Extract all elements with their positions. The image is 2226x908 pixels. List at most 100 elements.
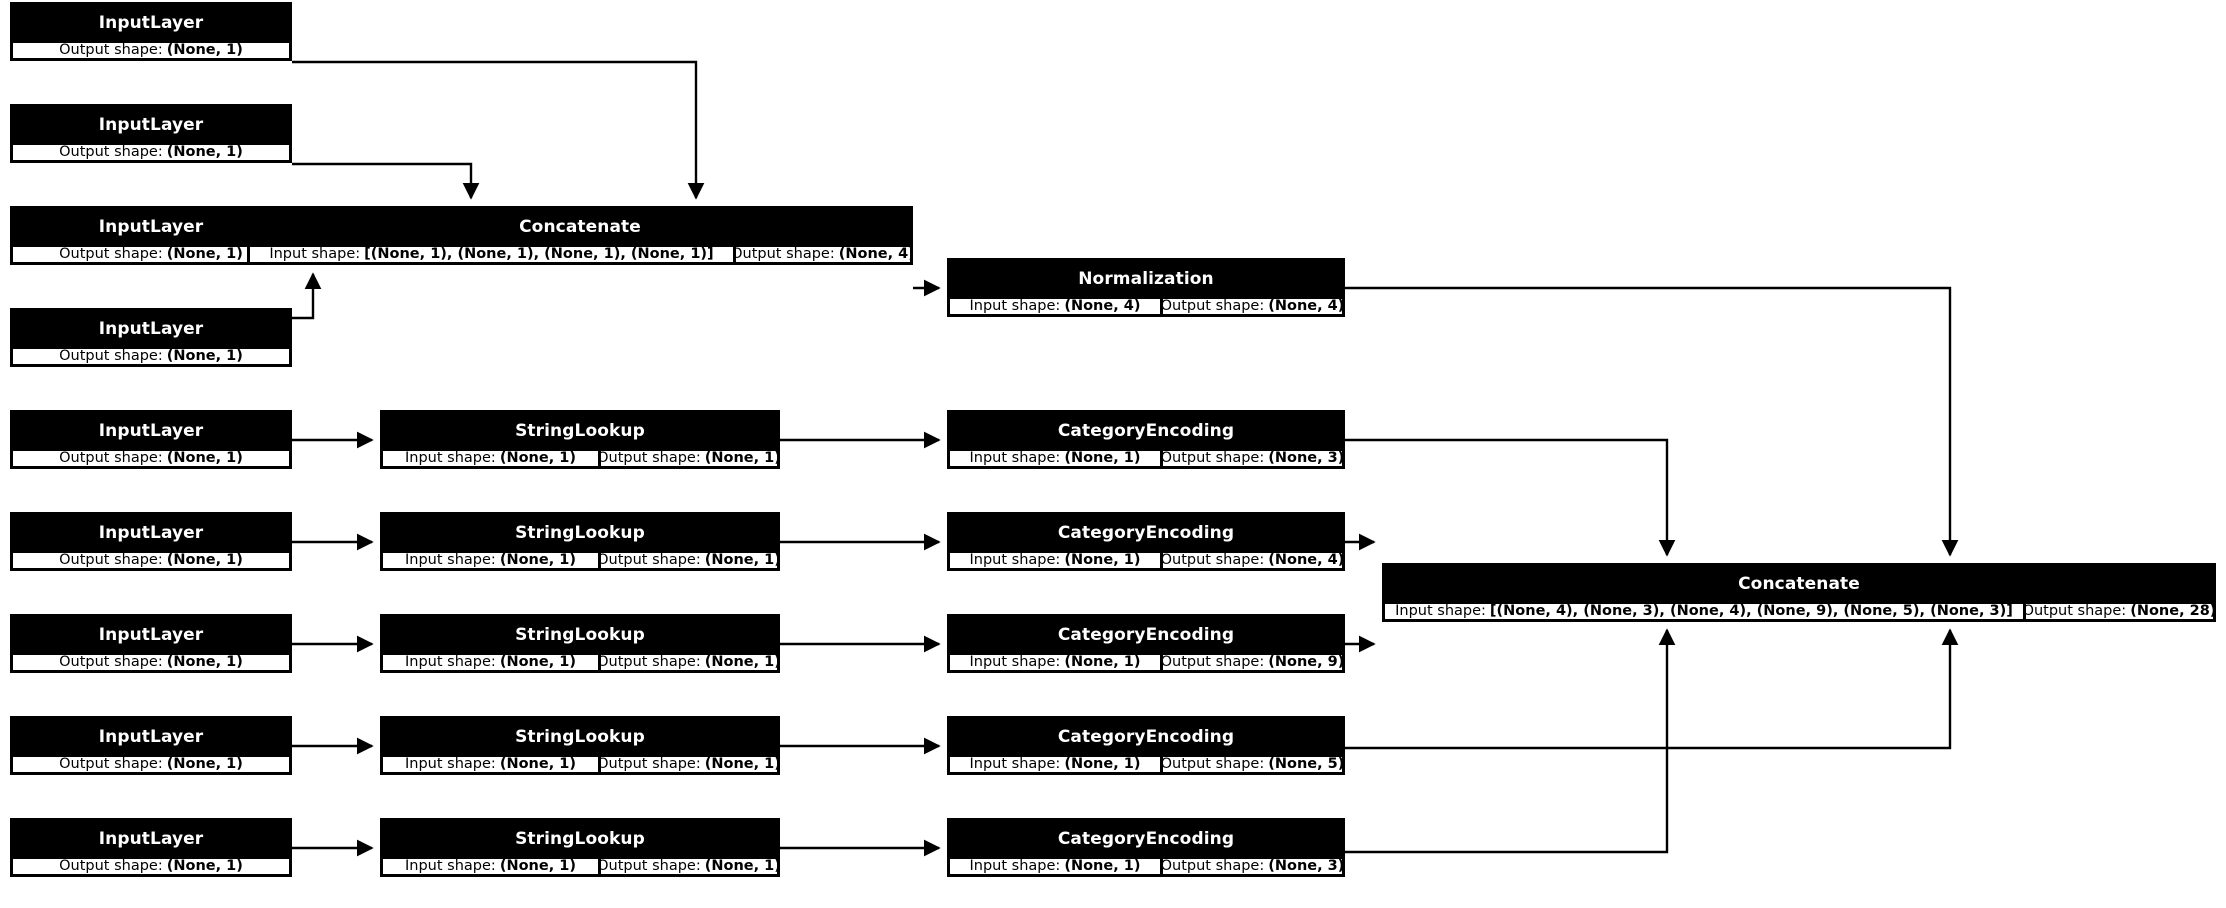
- shape-label: Input shape:: [405, 757, 496, 772]
- shape-value: (None, 1): [1064, 757, 1141, 772]
- node-shapes-categoryencoding_4: Input shape:(None, 1)Output shape:(None,…: [949, 757, 1343, 773]
- shape-label: Output shape:: [59, 349, 163, 364]
- output-shape-cell-input_4: Output shape:(None, 1): [13, 349, 289, 364]
- shape-label: Output shape:: [601, 859, 701, 874]
- output-shape-cell-input_5: Output shape:(None, 1): [13, 451, 289, 466]
- node-shapes-input_7: Output shape:(None, 1): [12, 655, 290, 671]
- shape-label: Input shape:: [969, 299, 1061, 314]
- input-shape-cell-stringlookup_5: Input shape:(None, 1): [383, 859, 598, 874]
- shape-value: (None, 1): [704, 757, 777, 772]
- edge-input_4-to-concat_numeric: [292, 272, 322, 320]
- output-shape-cell-stringlookup_4: Output shape:(None, 1): [601, 757, 777, 772]
- shape-value: (None, 1): [499, 553, 576, 568]
- node-shapes-stringlookup_4: Input shape:(None, 1)Output shape:(None,…: [382, 757, 778, 773]
- shape-label: Output shape:: [601, 655, 701, 670]
- node-shapes-input_1: Output shape:(None, 1): [12, 43, 290, 59]
- shape-value: (None, 1): [704, 451, 777, 466]
- input-shape-cell-normalization: Input shape:(None, 4): [950, 299, 1160, 314]
- output-shape-cell-input_6: Output shape:(None, 1): [13, 553, 289, 568]
- shape-label: Input shape:: [405, 553, 496, 568]
- node-shapes-input_8: Output shape:(None, 1): [12, 757, 290, 773]
- node-title-input_5: InputLayer: [98, 421, 204, 441]
- edge-categoryencoding_5-to-concat_final: [1345, 628, 1959, 750]
- node-title-stringlookup_2: StringLookup: [515, 523, 645, 543]
- shape-label: Input shape:: [405, 655, 496, 670]
- output-shape-cell-categoryencoding_5: Output shape:(None, 3): [1163, 859, 1342, 874]
- node-title-categoryencoding_1: CategoryEncoding: [1057, 421, 1235, 441]
- node-shapes-input_2: Output shape:(None, 1): [12, 145, 290, 161]
- shape-label: Input shape:: [405, 859, 496, 874]
- node-title-input_1: InputLayer: [98, 13, 204, 33]
- output-shape-cell-categoryencoding_2: Output shape:(None, 4): [1163, 553, 1342, 568]
- shape-value: (None, 1): [1064, 859, 1141, 874]
- output-shape-cell-stringlookup_1: Output shape:(None, 1): [601, 451, 777, 466]
- shape-value: (None, 4): [1268, 299, 1342, 314]
- node-title-normalization: Normalization: [1078, 269, 1214, 289]
- shape-label: Output shape:: [1163, 553, 1265, 568]
- output-shape-cell-input_3: Output shape:(None, 1): [13, 247, 289, 262]
- shape-label: Output shape:: [59, 43, 163, 58]
- node-title-categoryencoding_5: CategoryEncoding: [1057, 829, 1235, 849]
- shape-label: Output shape:: [1163, 299, 1265, 314]
- node-shapes-categoryencoding_1: Input shape:(None, 1)Output shape:(None,…: [949, 451, 1343, 467]
- shape-label: Output shape:: [59, 757, 163, 772]
- shape-value: (None, 1): [166, 145, 243, 160]
- input-shape-cell-concat_final: Input shape:[(None, 4), (None, 3), (None…: [1385, 604, 2023, 619]
- shape-value: (None, 9): [1268, 655, 1342, 670]
- node-title-categoryencoding_4: CategoryEncoding: [1057, 727, 1235, 747]
- shape-value: (None, 1): [499, 757, 576, 772]
- shape-value: (None, 4): [1064, 299, 1141, 314]
- output-shape-cell-concat_numeric: Output shape:(None, 4): [736, 247, 910, 262]
- edge-categoryencoding_1-to-concat_final: [1345, 438, 1676, 557]
- shape-value: (None, 4): [1268, 553, 1342, 568]
- shape-value: (None, 5): [1268, 757, 1342, 772]
- output-shape-cell-categoryencoding_1: Output shape:(None, 3): [1163, 451, 1342, 466]
- shape-value: (None, 1): [499, 451, 576, 466]
- output-shape-cell-stringlookup_5: Output shape:(None, 1): [601, 859, 777, 874]
- shape-label: Output shape:: [1163, 859, 1265, 874]
- shape-label: Output shape:: [601, 757, 701, 772]
- node-title-concat_final: Concatenate: [1738, 574, 1860, 594]
- node-shapes-stringlookup_5: Input shape:(None, 1)Output shape:(None,…: [382, 859, 778, 875]
- shape-label: Input shape:: [969, 553, 1061, 568]
- input-shape-cell-stringlookup_1: Input shape:(None, 1): [383, 451, 598, 466]
- shape-label: Output shape:: [601, 451, 701, 466]
- shape-value: (None, 3): [1268, 859, 1342, 874]
- input-shape-cell-stringlookup_2: Input shape:(None, 1): [383, 553, 598, 568]
- shape-value: (None, 1): [166, 553, 243, 568]
- node-title-input_4: InputLayer: [98, 319, 204, 339]
- shape-value: [(None, 1), (None, 1), (None, 1), (None,…: [364, 247, 714, 262]
- shape-value: (None, 1): [1064, 451, 1141, 466]
- shape-label: Input shape:: [405, 451, 496, 466]
- node-title-stringlookup_4: StringLookup: [515, 727, 645, 747]
- output-shape-cell-input_9: Output shape:(None, 1): [13, 859, 289, 874]
- node-title-concat_numeric: Concatenate: [519, 217, 641, 237]
- input-shape-cell-categoryencoding_1: Input shape:(None, 1): [950, 451, 1160, 466]
- shape-label: Output shape:: [736, 247, 835, 262]
- shape-label: Output shape:: [59, 247, 163, 262]
- input-shape-cell-categoryencoding_2: Input shape:(None, 1): [950, 553, 1160, 568]
